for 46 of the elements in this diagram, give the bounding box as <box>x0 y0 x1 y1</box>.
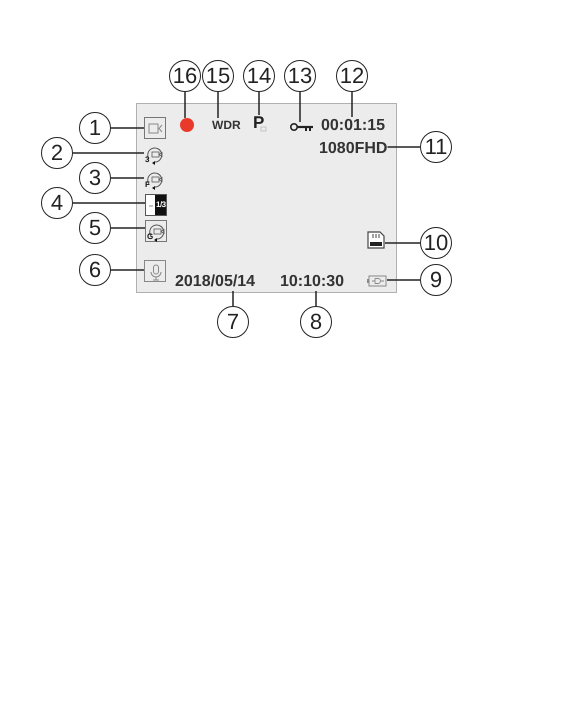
timer-text: 00:01:15 <box>321 117 386 135</box>
leader-line <box>258 92 260 115</box>
callout-number: 11 <box>420 131 452 163</box>
leader-line <box>387 146 420 148</box>
memory-card-icon <box>367 231 385 249</box>
leader-line <box>111 177 144 179</box>
leader-line <box>111 227 145 229</box>
leader-line <box>387 279 420 281</box>
callout-number: 4 <box>41 187 73 219</box>
callout-number: 9 <box>420 264 452 296</box>
video-camera-icon <box>144 117 166 139</box>
callout-number: 8 <box>300 306 332 338</box>
leader-line <box>73 152 144 154</box>
leader-line <box>184 92 186 118</box>
leader-line <box>385 242 420 244</box>
callout-number: 14 <box>243 60 275 92</box>
callout-number: 12 <box>336 60 368 92</box>
leader-line <box>73 202 145 204</box>
fraction-icon: 1/3 <box>145 194 167 216</box>
callout-number: 15 <box>202 60 234 92</box>
leader-line <box>232 291 234 306</box>
date-text: 2018/05/14 <box>175 273 256 291</box>
leader-line <box>111 269 144 271</box>
microphone-icon <box>144 260 166 282</box>
battery-icon <box>367 275 387 287</box>
callout-number: 2 <box>41 137 73 169</box>
leader-line <box>111 127 144 129</box>
leader-line <box>351 92 353 117</box>
leader-line <box>217 92 219 118</box>
leader-line <box>299 92 301 122</box>
callout-number: 13 <box>284 60 316 92</box>
callout-number: 1 <box>79 112 111 144</box>
resolution-text: 1080FHD <box>319 140 388 158</box>
recording-dot <box>180 118 194 132</box>
key-icon <box>290 122 314 132</box>
callout-number: 10 <box>420 227 452 259</box>
mode-text: WDR <box>212 118 241 132</box>
time-text: 10:10:30 <box>280 273 344 291</box>
callout-number: 3 <box>79 162 111 194</box>
callout-number: 5 <box>79 212 111 244</box>
callout-number: 7 <box>217 306 249 338</box>
callout-number: 6 <box>79 254 111 286</box>
loop-camera-icon: G <box>145 220 167 242</box>
leader-line <box>315 291 317 306</box>
callout-number: 16 <box>169 60 201 92</box>
screen-display <box>136 103 397 293</box>
